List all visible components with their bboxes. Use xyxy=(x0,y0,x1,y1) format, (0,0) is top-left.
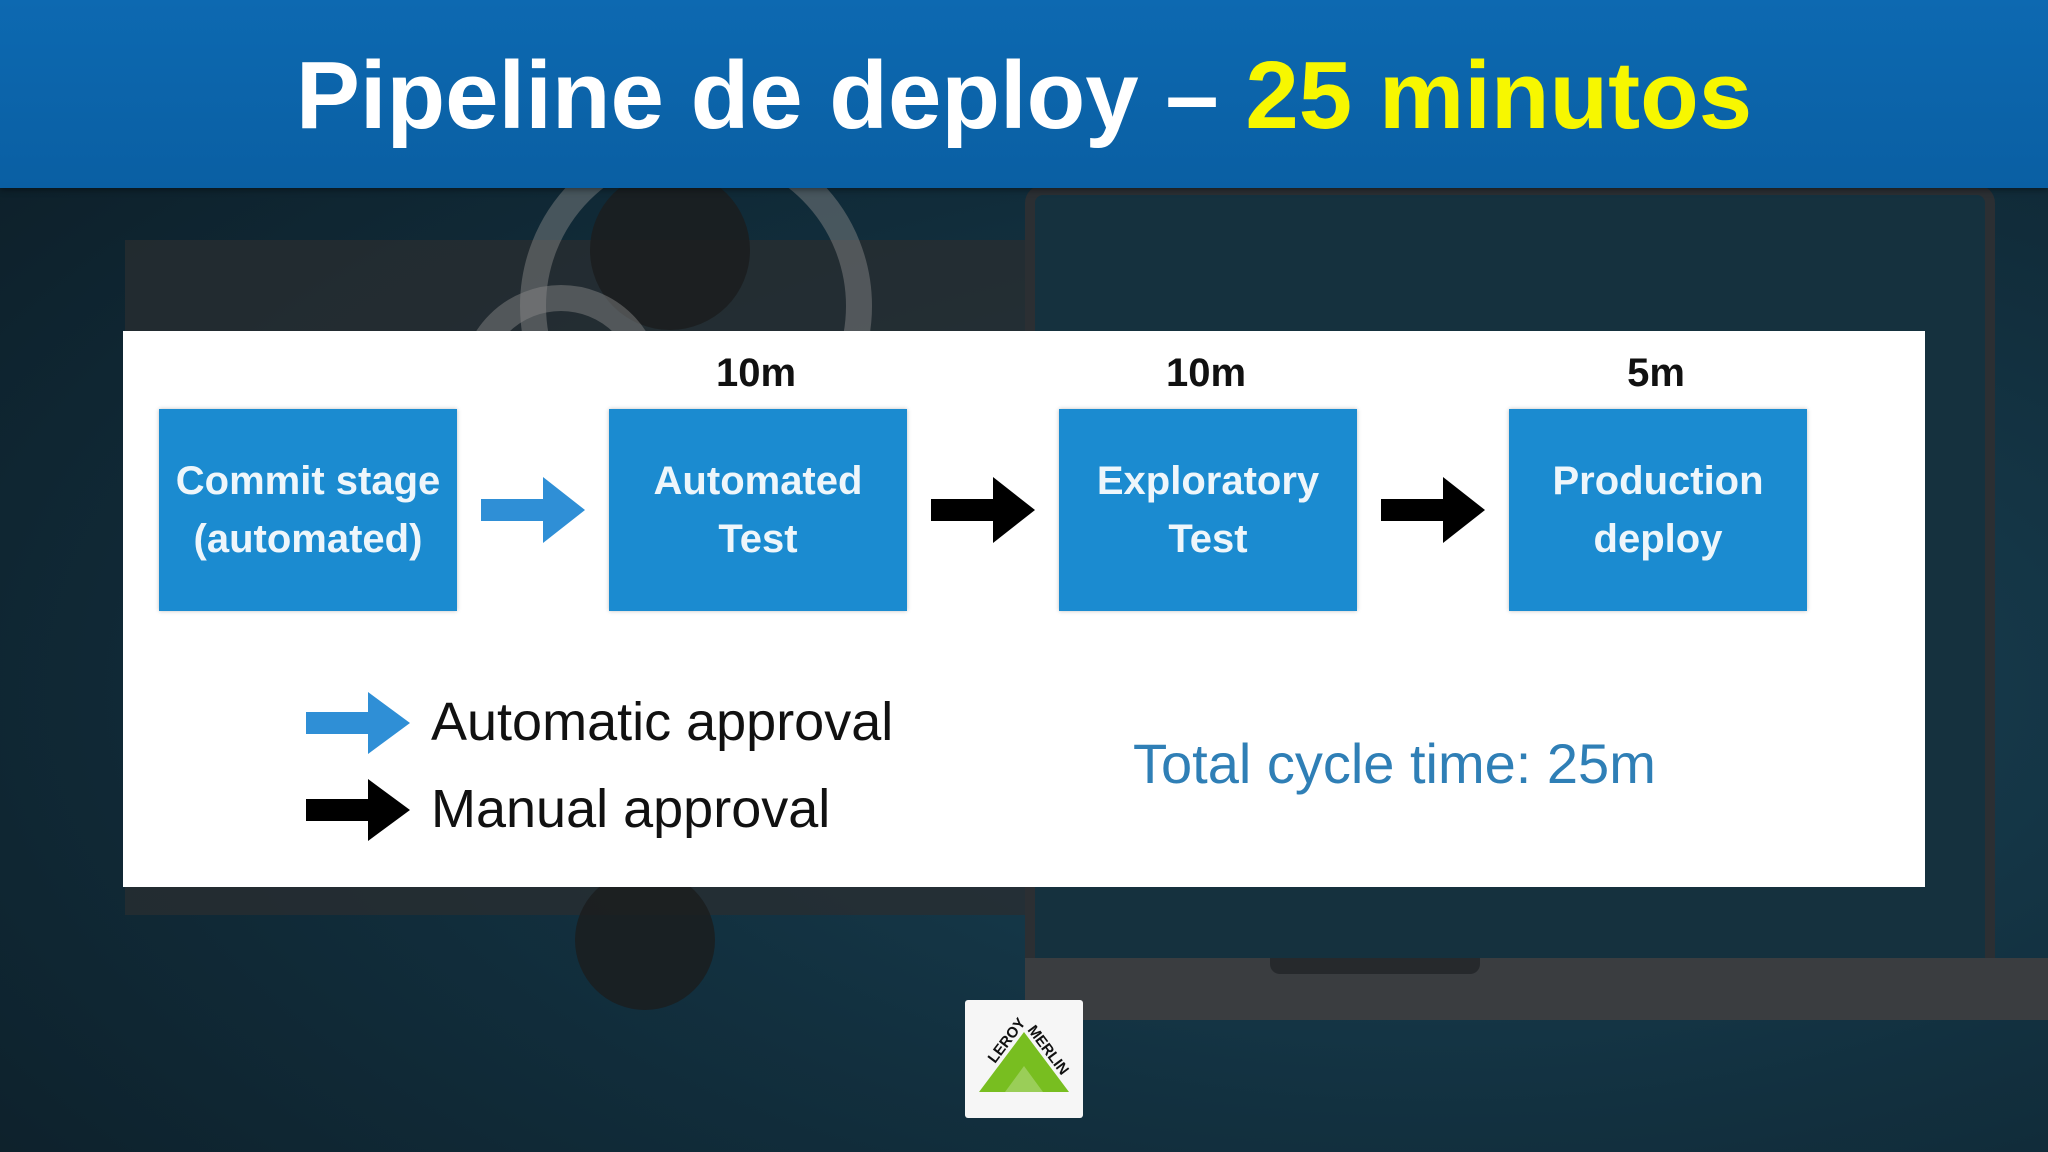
stage-exploratory-test: Exploratory Test xyxy=(1059,409,1357,611)
legend-manual-label: Manual approval xyxy=(431,779,831,839)
legend-automatic-arrow-icon xyxy=(306,692,410,754)
legend-manual-arrow-icon xyxy=(306,779,410,841)
background-laptop-base xyxy=(1025,958,2048,1020)
title-bar: Pipeline de deploy – 25 minutos xyxy=(0,0,2048,188)
background-person xyxy=(575,870,715,1010)
stage-commit: Commit stage (automated) xyxy=(159,409,457,611)
title-accent: 25 minutos xyxy=(1245,42,1753,149)
stage-duration: 10m xyxy=(715,351,797,395)
leroy-merlin-logo: LEROY MERLIN xyxy=(965,1000,1083,1118)
leroy-merlin-logo-icon: LEROY MERLIN xyxy=(979,1015,1072,1092)
slide-title: Pipeline de deploy – 25 minutos xyxy=(0,40,2048,152)
pipeline-diagram: 10m 10m 5m Commit stage (automated) Auto… xyxy=(123,331,1925,887)
manual-arrow-icon xyxy=(931,477,1035,543)
stage-production-deploy: Production deploy xyxy=(1509,409,1807,611)
legend-automatic-label: Automatic approval xyxy=(431,692,894,752)
automatic-arrow-icon xyxy=(481,477,585,543)
title-main: Pipeline de deploy – xyxy=(295,42,1246,149)
manual-arrow-icon xyxy=(1381,477,1485,543)
background-laptop-notch xyxy=(1270,958,1480,974)
stage-duration: 5m xyxy=(1627,351,1685,395)
stage-automated-test: Automated Test xyxy=(609,409,907,611)
total-cycle-time: Total cycle time: 25m xyxy=(1133,732,1656,795)
stage-duration: 10m xyxy=(1165,351,1247,395)
